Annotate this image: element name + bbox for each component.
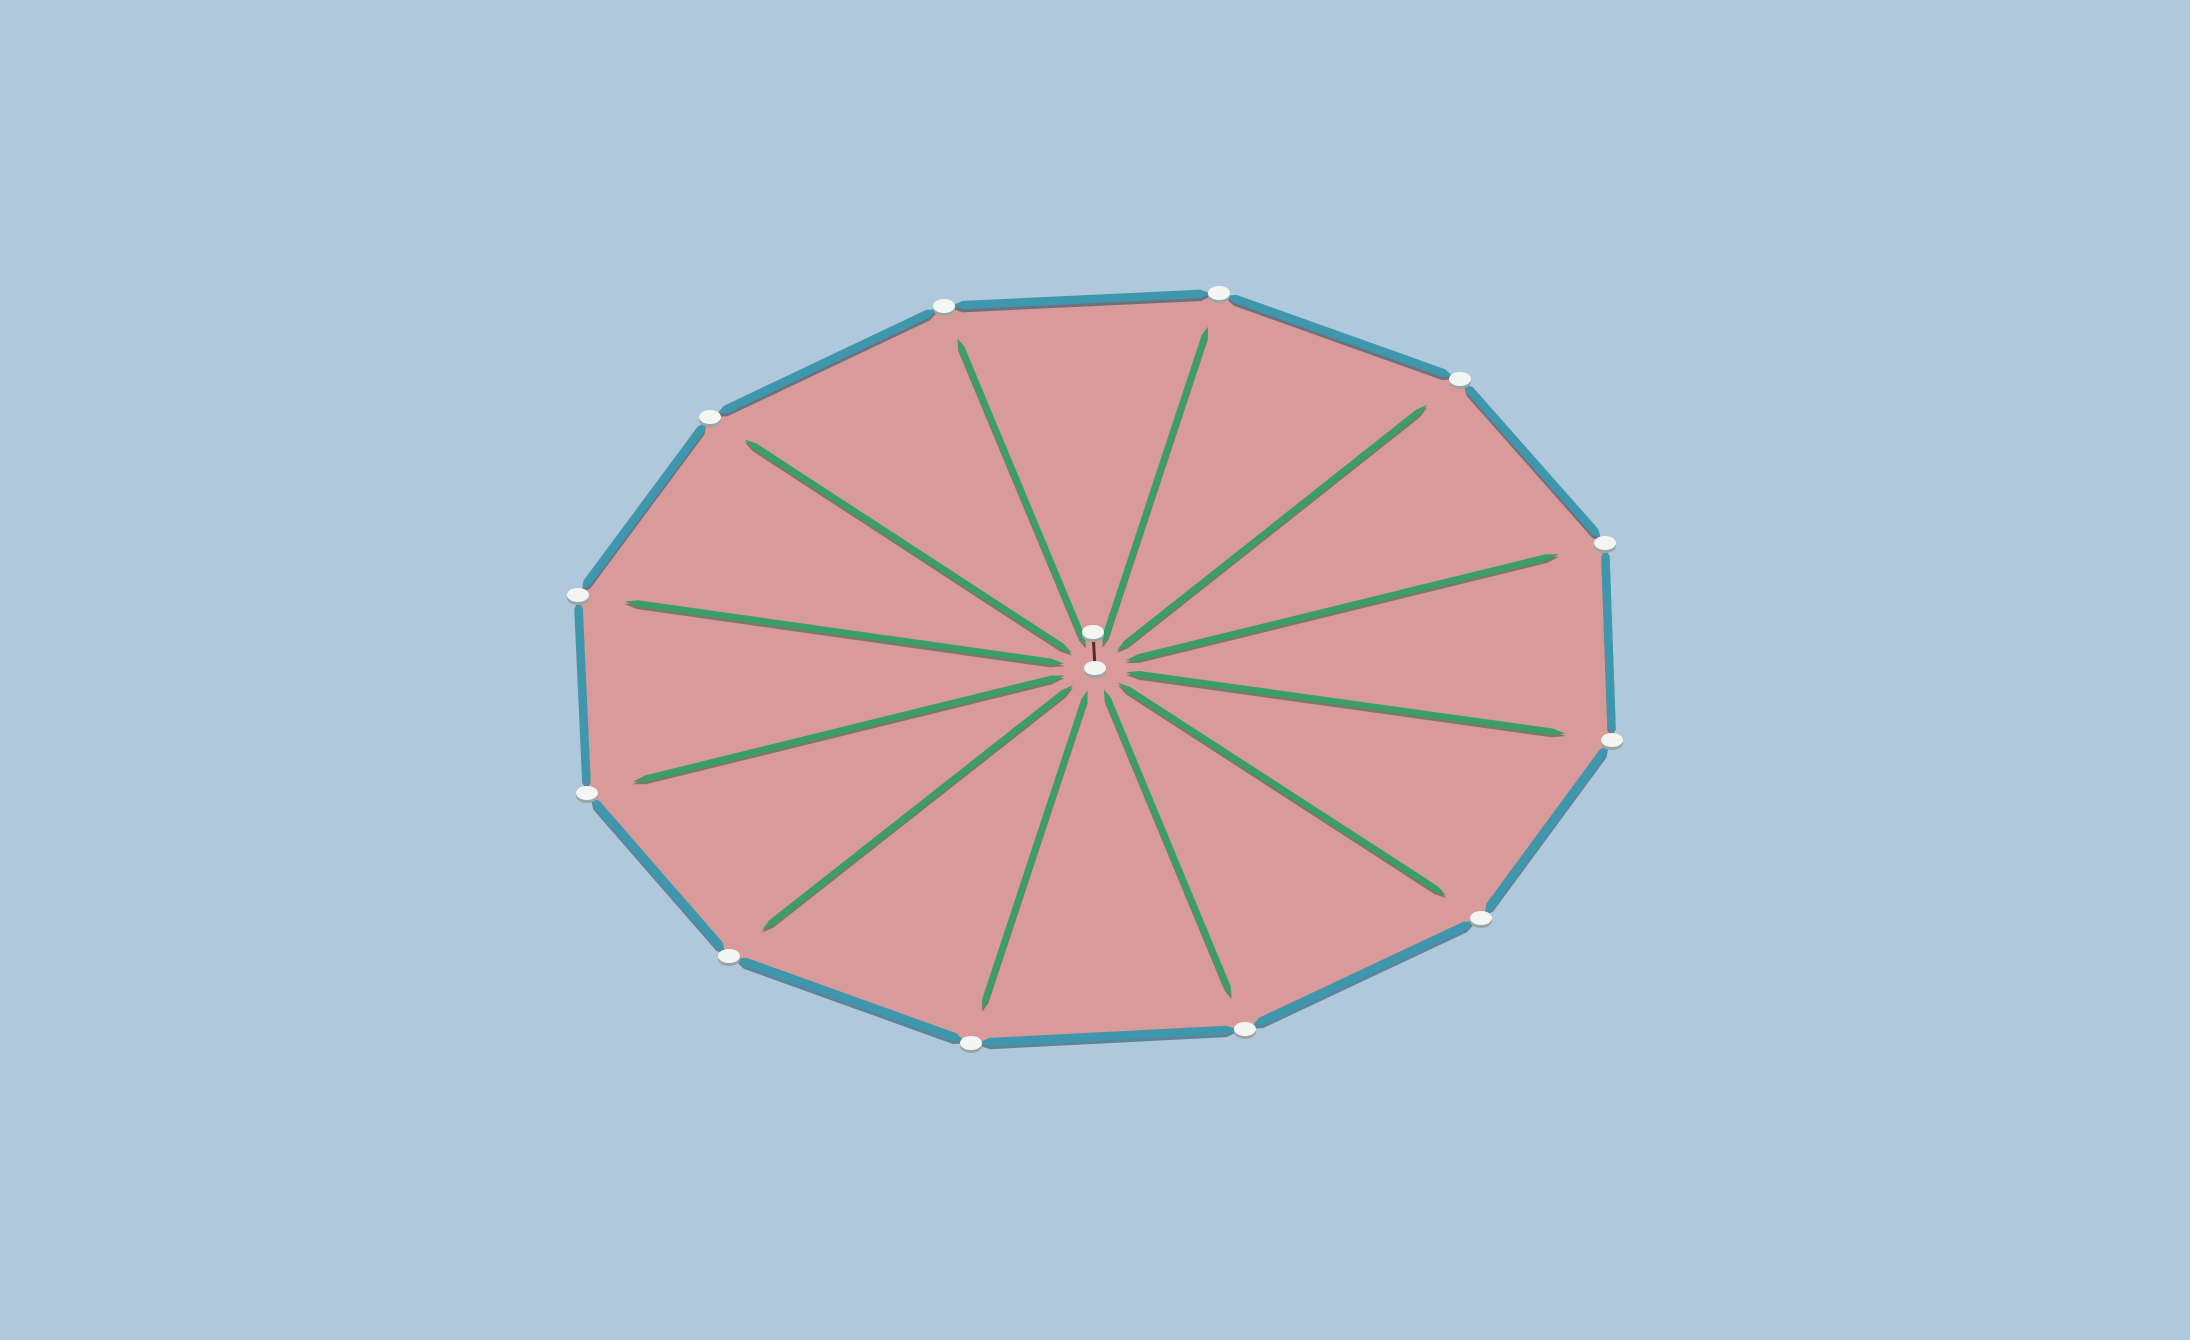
boundary-edge-bar (736, 957, 964, 1042)
vertex-cap (718, 949, 740, 963)
boundary-vertex[interactable] (718, 949, 740, 966)
boundary-edge[interactable] (1252, 921, 1474, 1029)
boundary-vertex[interactable] (1594, 536, 1616, 553)
boundary-edge-bar (581, 422, 707, 590)
boundary-edge[interactable] (1464, 383, 1601, 542)
boundary-edge[interactable] (574, 600, 591, 791)
boundary-edge-bar (1252, 921, 1474, 1026)
spoke-edge[interactable] (1116, 405, 1428, 654)
vertex-cap (1208, 286, 1230, 300)
spoke-edge[interactable] (1102, 326, 1208, 648)
vertex-cap (933, 299, 955, 313)
boundary-edge-bar (979, 1025, 1237, 1047)
boundary-edge[interactable] (1601, 548, 1616, 738)
vertex-cap (1082, 625, 1104, 639)
boundary-vertex[interactable] (1449, 372, 1471, 389)
boundary-edge-bar (591, 797, 725, 952)
boundary-vertex[interactable] (1234, 1022, 1256, 1039)
boundary-edge[interactable] (1226, 294, 1453, 381)
boundary-edge[interactable] (1484, 745, 1609, 916)
boundary-edge-bar (717, 309, 937, 414)
center-vertex[interactable] (1084, 661, 1106, 678)
boundary-vertex[interactable] (1601, 733, 1623, 750)
spoke-edge[interactable] (624, 600, 1064, 668)
vertex-cap (1449, 372, 1471, 386)
spoke-edge-bar (1126, 670, 1566, 735)
spoke-edge-bar (1104, 689, 1232, 997)
spoke-edge-bar (957, 338, 1086, 647)
boundary-edge[interactable] (979, 1025, 1237, 1050)
spoke-edge[interactable] (1126, 670, 1566, 738)
boundary-vertex[interactable] (699, 410, 721, 427)
vertex-cap (960, 1036, 982, 1050)
vertex-cap (1594, 536, 1616, 550)
spoke-edge-bar (982, 690, 1088, 1010)
apex-vertex[interactable] (1082, 625, 1104, 642)
boundary-edge-bar (1484, 745, 1609, 913)
boundary-vertex[interactable] (576, 786, 598, 803)
boundary-vertex[interactable] (567, 588, 589, 605)
spoke-edge[interactable] (1125, 554, 1560, 663)
boundary-vertex[interactable] (1470, 911, 1492, 928)
boundary-vertex[interactable] (960, 1036, 982, 1053)
spoke-edge-bar (1118, 683, 1447, 896)
boundary-edge[interactable] (591, 797, 725, 955)
spoke-edge[interactable] (761, 685, 1074, 933)
spoke-edge-bar (744, 439, 1072, 653)
spoke-edge-bar (632, 675, 1065, 782)
boundary-vertex[interactable] (1208, 286, 1230, 303)
spoke-edge-bar (1116, 405, 1428, 651)
spoke-edge-bar (1125, 554, 1560, 661)
spoke-edge-layer (624, 326, 1566, 1012)
spoke-edge[interactable] (1104, 689, 1232, 1000)
vertex-layer (567, 286, 1623, 1053)
spoke-edge-bar (1102, 326, 1208, 646)
boundary-edge-bar (952, 289, 1211, 310)
spoke-edge[interactable] (957, 338, 1086, 649)
spoke-edge[interactable] (632, 675, 1065, 785)
boundary-edge[interactable] (736, 957, 964, 1045)
vertex-cap (1601, 733, 1623, 747)
vertex-cap (1234, 1022, 1256, 1036)
vertex-cap (699, 410, 721, 424)
spoke-edge-bar (761, 685, 1074, 931)
spoke-edge[interactable] (744, 439, 1072, 656)
boundary-edge-layer (574, 289, 1616, 1050)
boundary-edge-bar (574, 600, 591, 788)
boundary-vertex[interactable] (933, 299, 955, 316)
spoke-edge-bar (624, 600, 1064, 665)
boundary-edge[interactable] (581, 422, 707, 593)
boundary-edge[interactable] (952, 289, 1211, 313)
spoke-edge[interactable] (982, 690, 1088, 1012)
boundary-edge[interactable] (717, 309, 937, 417)
vertex-cap (576, 786, 598, 800)
vertex-cap (1084, 661, 1106, 675)
boundary-edge-bar (1226, 294, 1453, 378)
spoke-edge[interactable] (1118, 683, 1447, 898)
boundary-edge-bar (1464, 383, 1601, 539)
vertex-cap (1470, 911, 1492, 925)
vertex-cap (567, 588, 589, 602)
boundary-edge-bar (1601, 548, 1616, 735)
